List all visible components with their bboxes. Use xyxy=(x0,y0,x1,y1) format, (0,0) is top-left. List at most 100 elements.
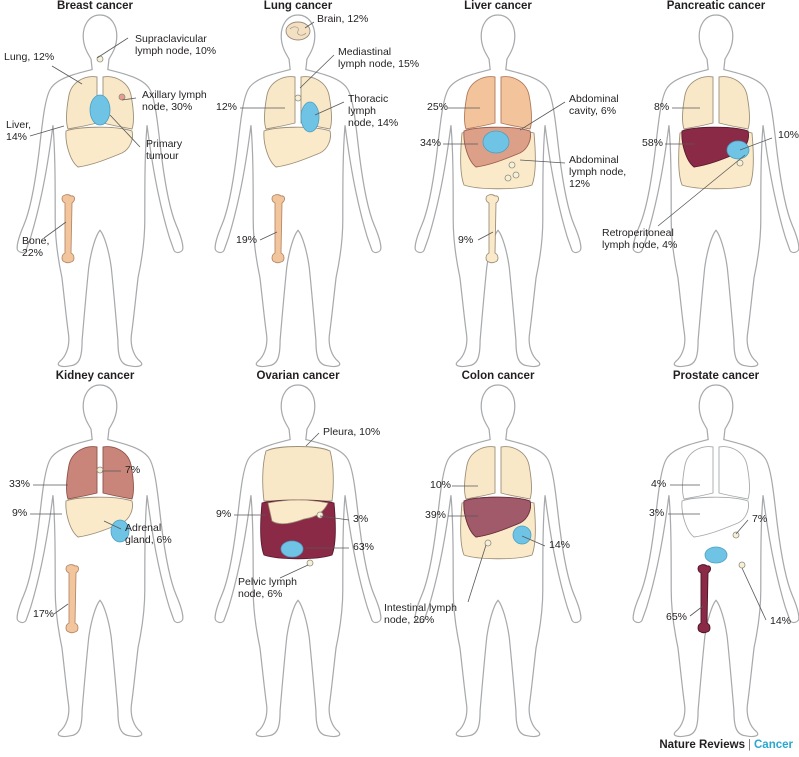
liver-organ xyxy=(681,496,749,538)
site-label-line: Adrenal xyxy=(125,522,161,534)
site-label-line: Lung, 12% xyxy=(4,51,54,63)
site-label: 14% xyxy=(770,615,791,627)
left-lung xyxy=(66,76,98,130)
left-femur-bone xyxy=(271,194,285,264)
organs xyxy=(460,76,536,264)
leader-line xyxy=(314,101,345,116)
site-label: Liver,14% xyxy=(6,119,31,143)
organs xyxy=(61,55,134,264)
site-label-line: Axillary lymph xyxy=(142,89,207,101)
panel-title: Breast cancer xyxy=(57,0,134,12)
site-label-line: 14% xyxy=(770,615,791,627)
leader-line xyxy=(121,97,137,101)
site-label-line: 65% xyxy=(666,611,687,623)
site-label-line: lymph node, 4% xyxy=(602,239,677,251)
journal-credit: Nature Reviews|Cancer xyxy=(659,739,793,751)
right-lung xyxy=(500,76,532,130)
site-label: 34% xyxy=(420,137,441,149)
site-label: 8% xyxy=(654,101,669,113)
site-label-line: 10% xyxy=(430,479,451,491)
site-label: 10% xyxy=(778,129,799,141)
site-label-line: tumour xyxy=(146,150,179,162)
site-label: 9% xyxy=(12,507,27,519)
site-label-line: 4% xyxy=(651,478,666,490)
site-label-line: 14% xyxy=(549,539,570,551)
right-lung xyxy=(500,446,532,500)
site-label-line: Bone, xyxy=(22,235,49,247)
site-label: 65% xyxy=(666,611,687,623)
panel-title: Prostate cancer xyxy=(673,370,760,382)
site-label-line: Thoracic xyxy=(348,93,388,105)
leader-line xyxy=(51,65,83,85)
abdominal-node xyxy=(732,531,740,539)
site-label-line: Abdominal xyxy=(569,93,619,105)
mediastinal-node xyxy=(294,94,302,102)
site-label-line: lymph node, 10% xyxy=(135,45,216,57)
leader-line xyxy=(109,114,141,148)
leader-line xyxy=(29,125,65,137)
site-label-line: 39% xyxy=(425,509,446,521)
site-label-line: 25% xyxy=(427,101,448,113)
organs xyxy=(263,21,332,264)
site-label-line: Pleura, 10% xyxy=(323,426,380,438)
retroperitoneal-node xyxy=(736,159,744,167)
left-femur-bone xyxy=(61,194,75,264)
site-label-line: 12% xyxy=(569,178,590,190)
right-lung xyxy=(718,446,750,500)
liver-metastasis-shading xyxy=(463,496,531,538)
site-label-line: 9% xyxy=(458,234,473,246)
lymph-node-dot xyxy=(504,174,512,182)
site-label: 3% xyxy=(353,513,368,525)
site-label: 10% xyxy=(430,479,451,491)
site-label-line: 3% xyxy=(353,513,368,525)
site-label: 9% xyxy=(458,234,473,246)
leader-line xyxy=(477,231,494,241)
site-label-line: 10% xyxy=(778,129,799,141)
site-label-line: Brain, 12% xyxy=(317,13,368,25)
site-label-line: 63% xyxy=(353,541,374,553)
site-label-line: lymph node, 15% xyxy=(338,58,419,70)
liver-organ xyxy=(65,126,133,168)
site-label: 4% xyxy=(651,478,666,490)
abdominal-node xyxy=(508,161,516,169)
site-label: 17% xyxy=(33,608,54,620)
intestinal-node xyxy=(484,539,492,547)
right-lung xyxy=(102,446,134,500)
site-label-line: 12% xyxy=(216,101,237,113)
leader-line xyxy=(305,432,320,447)
site-label: Bone,22% xyxy=(22,235,49,259)
site-label: Lung, 12% xyxy=(4,51,54,63)
site-label-line: 19% xyxy=(236,234,257,246)
site-label-line: 9% xyxy=(12,507,27,519)
organs xyxy=(65,446,134,634)
axillary-node xyxy=(118,93,126,101)
site-label: 14% xyxy=(549,539,570,551)
leader-line xyxy=(43,221,67,239)
organs xyxy=(460,446,536,560)
leader-line xyxy=(319,515,350,521)
panel-title: Kidney cancer xyxy=(56,370,135,382)
left-lung xyxy=(682,446,714,500)
panel-title: Liver cancer xyxy=(464,0,532,12)
leader-line xyxy=(304,21,315,29)
leader-line xyxy=(735,519,749,535)
leader-line xyxy=(739,137,773,151)
leader-line xyxy=(299,54,335,89)
site-label: 9% xyxy=(216,508,231,520)
leader-line xyxy=(53,603,69,615)
site-label-line: lymph node, xyxy=(569,166,626,178)
site-label-line: Retroperitoneal xyxy=(602,227,674,239)
left-lung xyxy=(464,76,496,130)
site-label-line: 22% xyxy=(22,247,43,259)
panel-pancreatic-cancer: Pancreatic cancer8%10%58%Retroperitoneal… xyxy=(602,0,799,368)
left-femur-bone xyxy=(65,564,79,634)
